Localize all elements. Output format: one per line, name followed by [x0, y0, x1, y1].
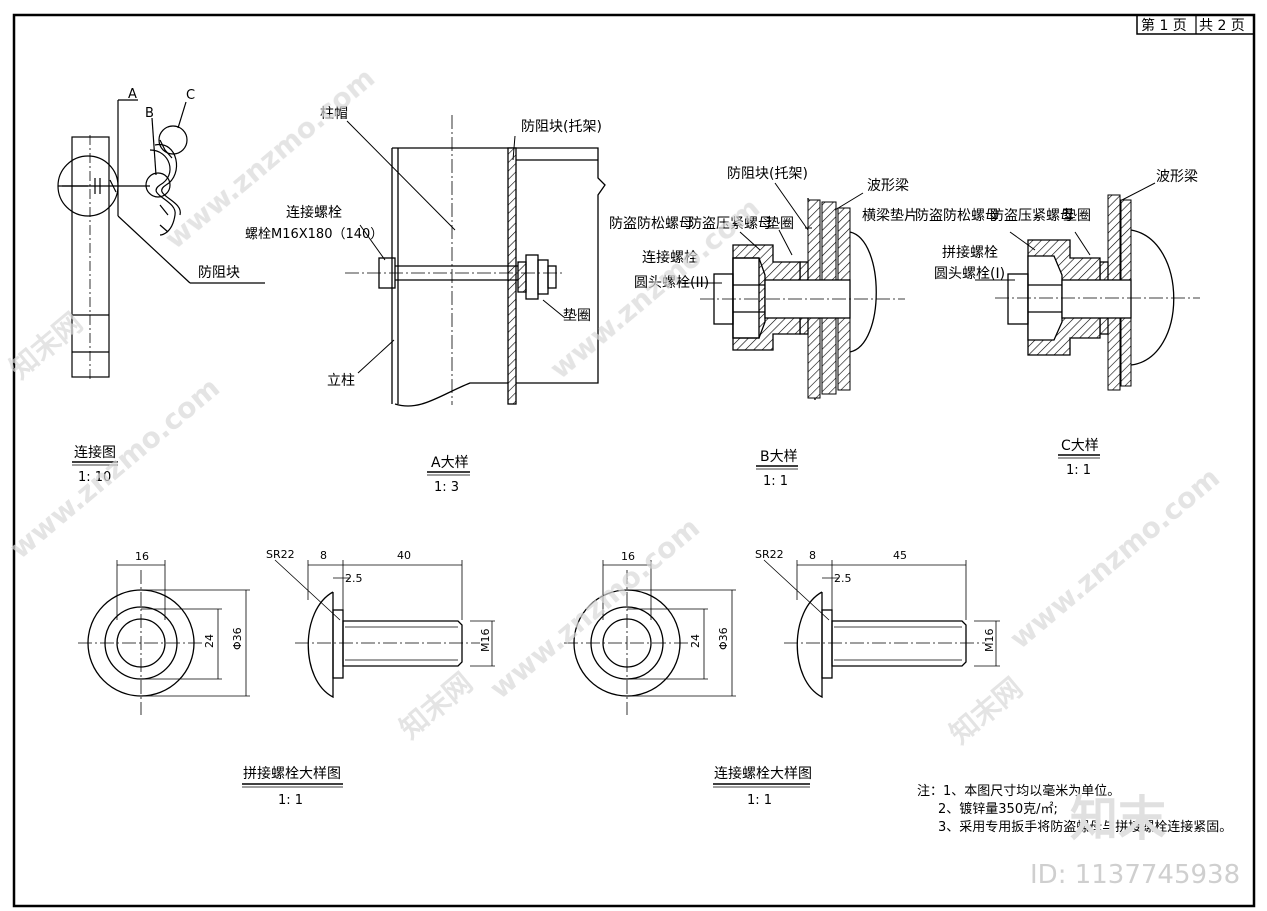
label-c: C — [186, 88, 195, 103]
detail-c-title-block: C大样 1: 1 — [1058, 438, 1100, 478]
label-block-b: 防阻块(托架) — [727, 166, 808, 182]
page-total: 共 2 页 — [1199, 18, 1245, 34]
connect-dim-m16: M16 — [983, 629, 996, 653]
label-anti-loose-b: 防盗防松螺母 — [609, 216, 693, 232]
label-anti-theft-b: 防盗压紧螺母 — [688, 216, 772, 232]
connect-dim-16: 16 — [621, 550, 635, 563]
connect-bolt-title: 连接螺栓大样图 — [714, 765, 812, 782]
connection-scale: 1: 10 — [78, 470, 111, 485]
connect-bolt-side-view — [763, 559, 1000, 699]
connect-dim-chamfer: 2.5 — [834, 572, 852, 585]
splice-dim-chamfer: 2.5 — [345, 572, 363, 585]
label-connect-bolt-b: 连接螺栓 — [642, 249, 698, 266]
label-beam-pad: 横梁垫片 — [862, 208, 918, 224]
watermark-site: www.znzmo.com — [483, 511, 706, 705]
label-round-head-b: 圆头螺栓(II) — [634, 275, 709, 291]
label-washer-b: 垫圈 — [766, 216, 794, 232]
splice-bolt-scale: 1: 1 — [278, 793, 303, 808]
connect-bolt-front-view — [564, 560, 736, 715]
connection-title: 连接图 — [74, 444, 116, 461]
detail-c-title: C大样 — [1061, 438, 1099, 454]
splice-dim-m16: M16 — [479, 629, 492, 653]
splice-dim-length: 40 — [397, 549, 411, 562]
watermark-brand: 知末网 — [393, 666, 479, 745]
note-2: 2、镀锌量350克/㎡; — [938, 801, 1058, 817]
label-anti-loose-c: 防盗防松螺母 — [915, 208, 999, 224]
splice-bolt-front-view — [78, 560, 250, 715]
drawing-border — [12, 13, 1256, 908]
page-number: 第 1 页 — [1141, 17, 1187, 34]
detail-b-title-block: B大样 1: 1 — [756, 449, 798, 489]
detail-c-scale: 1: 1 — [1066, 463, 1091, 478]
splice-bolt-title: 拼接螺栓大样图 — [243, 765, 341, 782]
connection-title-block: 连接图 1: 10 — [72, 444, 118, 485]
label-b: B — [145, 106, 154, 121]
splice-dim-36: Φ36 — [231, 627, 244, 650]
detail-a-scale: 1: 3 — [434, 480, 459, 495]
note-1: 注：1、本图尺寸均以毫米为单位。 — [917, 783, 1120, 799]
label-connect-bolt-a: 连接螺栓 — [286, 204, 342, 221]
splice-dim-head: 8 — [320, 549, 327, 562]
label-splice-bolt-c: 拼接螺栓 — [942, 244, 998, 261]
watermark-brand: 知末网 — [3, 306, 89, 385]
note-3: 3、采用专用扳手将防盗螺母与拼接螺栓连接紧固。 — [938, 819, 1232, 835]
splice-dim-16: 16 — [135, 550, 149, 563]
connect-dim-head: 8 — [809, 549, 816, 562]
connect-dim-24: 24 — [689, 634, 702, 648]
detail-c-drawing — [975, 182, 1200, 391]
connect-dim-sr: SR22 — [755, 548, 784, 561]
watermark-layer: www.znzmo.com www.znzmo.com www.znzmo.co… — [3, 61, 1226, 750]
connection-diagram — [57, 99, 265, 380]
label-anti-theft-c: 防盗压紧螺母 — [990, 208, 1074, 224]
detail-a-title: A大样 — [431, 455, 469, 471]
splice-dim-24: 24 — [203, 634, 216, 648]
watermark-brand: 知末网 — [943, 671, 1029, 750]
label-post: 立柱 — [327, 373, 355, 389]
watermark-site: www.znzmo.com — [3, 371, 226, 565]
label-block-a: 防阻块(托架) — [521, 119, 602, 135]
connect-dim-length: 45 — [893, 549, 907, 562]
splice-dim-sr: SR22 — [266, 548, 295, 561]
label-washer-c: 垫圈 — [1063, 208, 1091, 224]
watermark-site: www.znzmo.com — [1003, 461, 1226, 655]
page-info-box: 第 1 页 共 2 页 — [1136, 14, 1255, 35]
notes-block: 注：1、本图尺寸均以毫米为单位。 2、镀锌量350克/㎡; 3、采用专用扳手将防… — [917, 783, 1232, 835]
label-round-head-c: 圆头螺栓(I) — [934, 266, 1005, 282]
label-beam-b: 波形梁 — [867, 178, 909, 194]
watermark-id: ID: 1137745938 — [1030, 860, 1240, 890]
connect-dim-36: Φ36 — [717, 627, 730, 650]
detail-b-drawing — [678, 182, 905, 401]
splice-bolt-side-view — [274, 559, 495, 699]
label-beam-c: 波形梁 — [1156, 169, 1198, 185]
label-a: A — [128, 87, 137, 102]
splice-bolt-title-block: 拼接螺栓大样图 1: 1 — [242, 765, 343, 808]
detail-b-scale: 1: 1 — [763, 474, 788, 489]
connect-bolt-scale: 1: 1 — [747, 793, 772, 808]
detail-a-drawing — [345, 115, 606, 407]
detail-b-title: B大样 — [760, 449, 798, 465]
label-bolt-spec: 螺栓M16X180（140） — [245, 227, 383, 242]
watermark-logo: 知末 — [1070, 791, 1166, 847]
connect-bolt-title-block: 连接螺栓大样图 1: 1 — [713, 765, 812, 808]
label-washer-a: 垫圈 — [563, 308, 591, 324]
detail-a-title-block: A大样 1: 3 — [427, 455, 470, 495]
label-block: 防阻块 — [198, 265, 240, 281]
label-post-cap: 柱帽 — [320, 106, 348, 122]
